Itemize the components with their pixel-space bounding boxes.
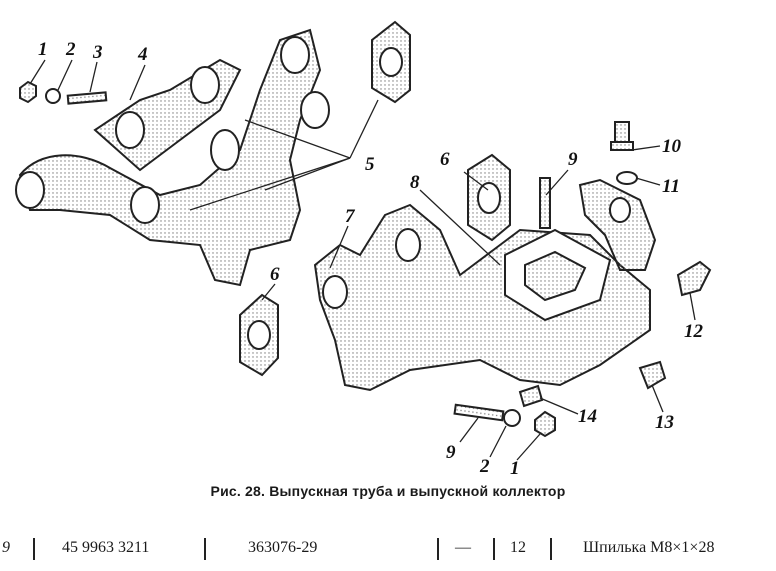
exhaust-pipe-drawing — [15, 28, 330, 287]
callout-8: 8 — [410, 172, 420, 193]
callout-14: 14 — [578, 406, 597, 427]
cell-catalog-number: 45 9963 3211 — [62, 539, 150, 556]
leader-lines — [29, 59, 696, 461]
callout-11: 11 — [662, 176, 680, 197]
callout-1: 1 — [38, 39, 48, 60]
column-separator — [437, 538, 439, 560]
callout-9a: 9 — [568, 149, 578, 170]
callout-13: 13 — [655, 412, 674, 433]
callout-4: 4 — [137, 44, 148, 65]
callout-9b: 9 — [446, 442, 456, 463]
callout-5: 5 — [365, 154, 375, 175]
column-separator — [493, 538, 495, 560]
cell-part-name: Шпилька М8×1×28 — [583, 539, 715, 556]
callout-1b: 1 — [510, 458, 520, 475]
cell-dash: — — [455, 539, 471, 556]
callout-labels: 1 2 3 4 5 6 6 7 8 9 10 11 12 13 14 9 2 1 — [38, 39, 704, 475]
cell-index: 9 — [2, 539, 10, 556]
fasteners-drawing — [19, 80, 712, 438]
callout-2: 2 — [65, 39, 76, 60]
column-separator — [550, 538, 552, 560]
callout-6b: 6 — [270, 264, 280, 285]
exploded-diagram: 1 2 3 4 5 6 6 7 8 9 10 11 12 13 14 9 2 1 — [15, 20, 712, 475]
column-separator — [204, 538, 206, 560]
callout-10: 10 — [662, 136, 682, 157]
callout-7: 7 — [345, 206, 356, 227]
cell-part-number: 363076-29 — [248, 539, 318, 556]
column-separator — [33, 538, 35, 560]
exhaust-manifold-drawing — [313, 178, 657, 392]
gasket-drawing — [239, 20, 511, 377]
callout-12: 12 — [684, 321, 704, 342]
figure-caption: Рис. 28. Выпускная труба и выпускной кол… — [210, 483, 566, 499]
table-row: 9 45 9963 3211 363076-29 — 12 Шпилька М8… — [0, 536, 776, 564]
callout-2b: 2 — [479, 456, 490, 475]
callout-3: 3 — [92, 42, 103, 63]
cell-quantity: 12 — [510, 539, 526, 556]
callout-6a: 6 — [440, 149, 450, 170]
